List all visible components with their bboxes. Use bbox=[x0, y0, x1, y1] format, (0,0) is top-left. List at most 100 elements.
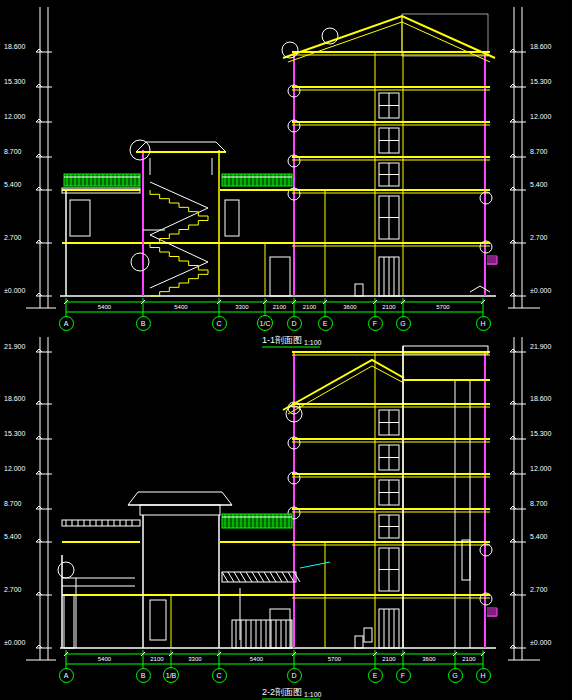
drawing-line bbox=[135, 174, 136, 186]
drawing-line bbox=[36, 122, 52, 123]
drawing-line bbox=[487, 258, 497, 259]
drawing-line bbox=[293, 52, 295, 296]
drawing-line bbox=[150, 190, 208, 216]
drawing-line bbox=[487, 262, 497, 263]
drawing-line bbox=[218, 515, 220, 648]
drawing-line bbox=[66, 654, 483, 655]
elevation-mark: 5.400 bbox=[4, 181, 22, 188]
drawing-line bbox=[292, 598, 490, 599]
drawing-line bbox=[66, 650, 67, 667]
drawing-line bbox=[510, 349, 516, 352]
drawing-line bbox=[26, 660, 56, 661]
dimension: 2100 bbox=[272, 304, 287, 310]
axis-label: C bbox=[216, 672, 221, 679]
drawing-line bbox=[136, 142, 146, 152]
drawing-line bbox=[510, 87, 526, 88]
drawing-line bbox=[484, 52, 486, 296]
drawing-line bbox=[150, 235, 208, 262]
drawing-line bbox=[219, 650, 220, 667]
drawing-line bbox=[36, 293, 42, 296]
detail-callout bbox=[131, 253, 149, 271]
drawing-line bbox=[219, 298, 220, 315]
drawing-line bbox=[36, 401, 42, 404]
drawing-line bbox=[487, 612, 497, 613]
drawing-rect bbox=[379, 196, 399, 239]
drawing-line bbox=[389, 257, 390, 296]
drawing-line bbox=[72, 520, 73, 526]
drawing-line bbox=[292, 652, 296, 656]
elevation-mark: 18.600 bbox=[4, 395, 25, 402]
drawing-line bbox=[402, 346, 404, 648]
drawing-rect bbox=[379, 515, 399, 538]
drawing-rect bbox=[355, 284, 363, 296]
drawing-line bbox=[487, 260, 497, 261]
drawing-line bbox=[300, 562, 330, 568]
axis-circle: 1/B bbox=[163, 667, 179, 683]
drawing-line bbox=[281, 514, 282, 528]
drawing-line bbox=[401, 652, 405, 656]
drawing-line bbox=[510, 401, 516, 404]
drawing-line bbox=[142, 515, 144, 648]
axis-circle: C bbox=[212, 316, 227, 331]
drawing-line bbox=[510, 122, 526, 123]
detail-callout bbox=[480, 241, 492, 253]
drawing-line bbox=[273, 514, 274, 528]
drawing-line bbox=[384, 257, 385, 296]
drawing-rect bbox=[379, 480, 399, 505]
drawing-line bbox=[257, 514, 258, 528]
drawing-line bbox=[510, 592, 516, 595]
axis-circle: D bbox=[287, 668, 302, 683]
axis-label: E bbox=[373, 672, 378, 679]
drawing-line bbox=[150, 208, 208, 235]
elevation-mark: 2.700 bbox=[4, 234, 22, 241]
axis-label: G bbox=[452, 672, 457, 679]
elevation-mark: 8.700 bbox=[4, 148, 22, 155]
drawing-line bbox=[389, 609, 390, 648]
drawing-line bbox=[246, 572, 252, 582]
drawing-line bbox=[229, 174, 230, 186]
drawing-line bbox=[470, 286, 490, 292]
drawing-line bbox=[276, 620, 277, 648]
drawing-line bbox=[508, 308, 540, 309]
drawing-line bbox=[241, 174, 242, 186]
axis-circle: E bbox=[318, 316, 333, 331]
drawing-line bbox=[277, 514, 278, 528]
drawing-line bbox=[269, 514, 270, 528]
drawing-line bbox=[292, 193, 490, 194]
drawing-line bbox=[510, 595, 526, 596]
drawing-line bbox=[84, 520, 85, 526]
drawing-line bbox=[222, 517, 292, 518]
drawing-line bbox=[379, 105, 399, 106]
drawing-line bbox=[36, 52, 52, 53]
drawing-line bbox=[510, 404, 526, 405]
drawing-line bbox=[510, 154, 516, 157]
drawing-line bbox=[379, 422, 399, 423]
drawing-line bbox=[36, 474, 52, 475]
drawing-rect bbox=[355, 636, 363, 648]
drawing-line bbox=[375, 52, 376, 296]
axis-label: F bbox=[401, 672, 405, 679]
elevation-mark: ±0.000 bbox=[4, 639, 25, 646]
drawing-line bbox=[294, 572, 300, 582]
drawing-line bbox=[71, 174, 72, 186]
drawing-line bbox=[75, 174, 76, 186]
drawing-line bbox=[285, 174, 286, 186]
drawing-line bbox=[36, 296, 52, 297]
drawing-rect bbox=[462, 540, 470, 580]
drawing-line bbox=[510, 474, 526, 475]
elevation-mark: 2.700 bbox=[4, 586, 22, 593]
drawing-rect bbox=[379, 163, 399, 186]
drawing-rect bbox=[225, 200, 239, 236]
drawing-rect bbox=[364, 628, 372, 642]
drawing-line bbox=[245, 514, 246, 528]
axis-circle: A bbox=[59, 668, 74, 683]
drawing-line bbox=[141, 652, 145, 656]
drawing-line bbox=[373, 300, 377, 304]
drawing-line bbox=[257, 174, 258, 186]
drawing-line bbox=[510, 352, 526, 353]
drawing-line bbox=[79, 174, 80, 186]
drawing-line bbox=[262, 347, 320, 348]
drawing-line bbox=[269, 174, 270, 186]
drawing-line bbox=[325, 298, 326, 315]
drawing-line bbox=[270, 572, 276, 582]
